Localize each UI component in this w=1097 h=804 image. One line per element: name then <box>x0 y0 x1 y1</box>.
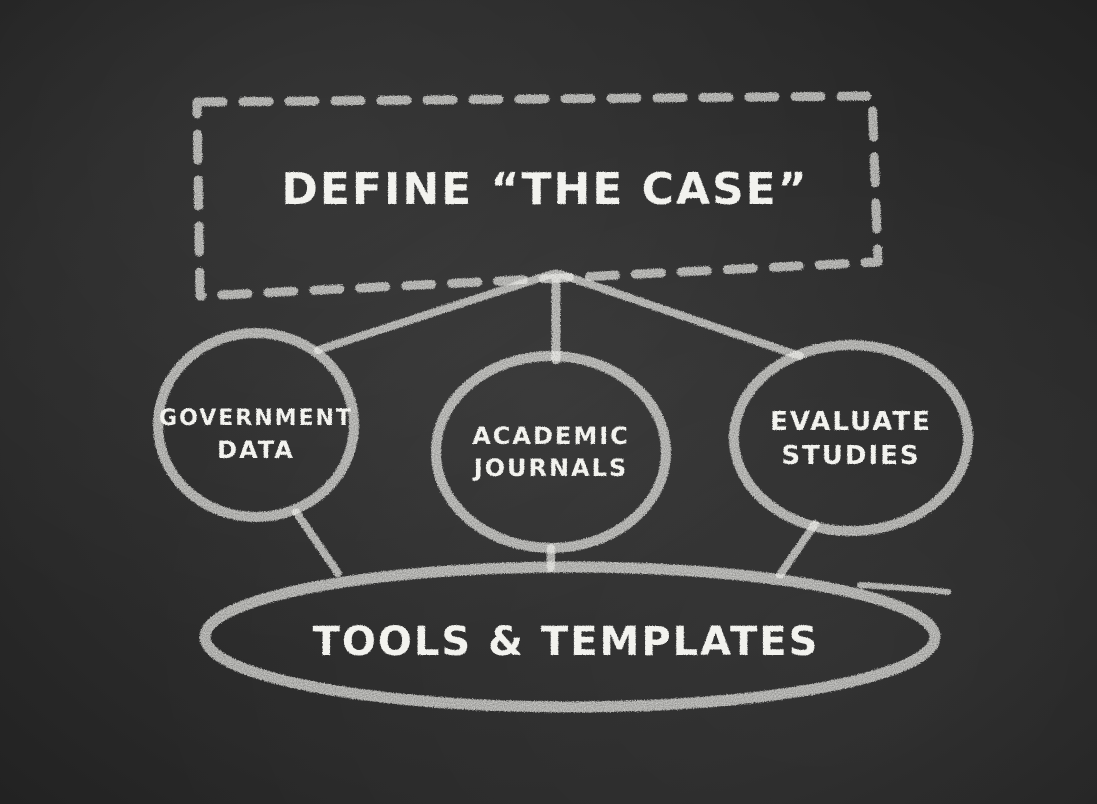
connector-title-evaluate <box>556 270 804 360</box>
connector-title-government <box>314 270 556 354</box>
connector-evaluate-foundation <box>776 520 819 579</box>
title-text: DEFINE “THE CASE” <box>281 164 808 215</box>
evaluate-studies-line1: EVALUATE <box>770 407 932 437</box>
evaluate-studies-circle <box>729 340 973 536</box>
foundation-text: TOOLS & TEMPLATES <box>313 619 820 665</box>
academic-journals-line2: JOURNALS <box>472 454 629 482</box>
foundation-ellipse-tail <box>857 582 951 595</box>
connector-government-foundation <box>292 508 342 577</box>
government-data-circle <box>153 328 359 522</box>
foundation-ellipse <box>199 561 941 713</box>
evaluate-studies-line2: STUDIES <box>781 441 920 471</box>
academic-journals-circle <box>431 351 671 553</box>
academic-journals-line1: ACADEMIC <box>472 422 630 450</box>
government-data-line1: GOVERNMENT <box>159 406 353 431</box>
government-data-line2: DATA <box>217 436 295 464</box>
title-dashed-box <box>192 91 883 301</box>
